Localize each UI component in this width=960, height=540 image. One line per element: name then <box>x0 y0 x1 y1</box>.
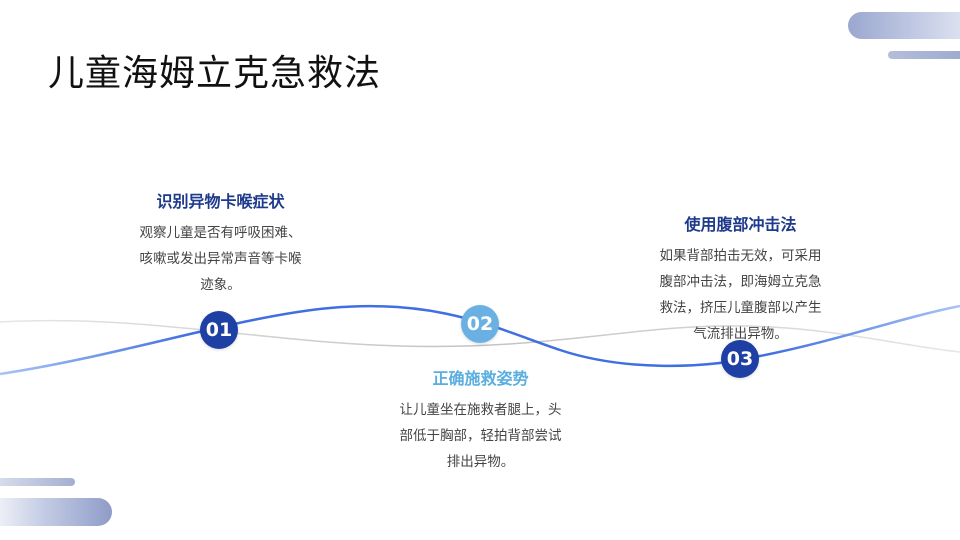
decor-bar-top-right-large <box>848 12 960 39</box>
desc-line: 排出异物。 <box>446 454 515 470</box>
wave-gray <box>0 319 960 353</box>
decor-bar-bottom-left-small <box>0 478 75 486</box>
step-description: 让儿童坐在施救者腿上，头 部低于胸部，轻拍背部尝试 排出异物。 <box>378 397 583 475</box>
step-card-3: 使用腹部冲击法 如果背部拍击无效，可采用 腹部冲击法，即海姆立克急 救法，挤压儿… <box>638 211 843 347</box>
desc-line: 部低于胸部，轻拍背部尝试 <box>399 428 562 444</box>
desc-line: 如果背部拍击无效，可采用 <box>659 248 822 264</box>
step-description: 观察儿童是否有呼吸困难、 咳嗽或发出异常声音等卡喉 迹象。 <box>118 220 323 298</box>
step-card-2: 正确施救姿势 让儿童坐在施救者腿上，头 部低于胸部，轻拍背部尝试 排出异物。 <box>378 365 583 475</box>
desc-line: 观察儿童是否有呼吸困难、 <box>139 225 302 241</box>
step-title: 识别异物卡喉症状 <box>156 192 285 211</box>
desc-line: 迹象。 <box>200 277 241 293</box>
step-card-1: 识别异物卡喉症状 观察儿童是否有呼吸困难、 咳嗽或发出异常声音等卡喉 迹象。 <box>118 188 323 298</box>
decor-bar-bottom-left-large <box>0 498 112 526</box>
step-number-badge: 03 <box>721 340 759 378</box>
desc-line: 气流排出异物。 <box>693 326 788 342</box>
step-number-badge: 02 <box>461 305 499 343</box>
desc-line: 腹部冲击法，即海姆立克急 <box>659 274 822 290</box>
page-title: 儿童海姆立克急救法 <box>48 53 382 94</box>
desc-line: 救法，挤压儿童腹部以产生 <box>659 300 822 316</box>
desc-line: 咳嗽或发出异常声音等卡喉 <box>139 251 302 267</box>
step-title: 使用腹部冲击法 <box>684 215 797 234</box>
desc-line: 让儿童坐在施救者腿上，头 <box>399 402 562 418</box>
step-number-badge: 01 <box>200 311 238 349</box>
step-title: 正确施救姿势 <box>432 369 529 388</box>
decor-bar-top-right-small <box>888 51 960 59</box>
step-description: 如果背部拍击无效，可采用 腹部冲击法，即海姆立克急 救法，挤压儿童腹部以产生 气… <box>638 243 843 347</box>
